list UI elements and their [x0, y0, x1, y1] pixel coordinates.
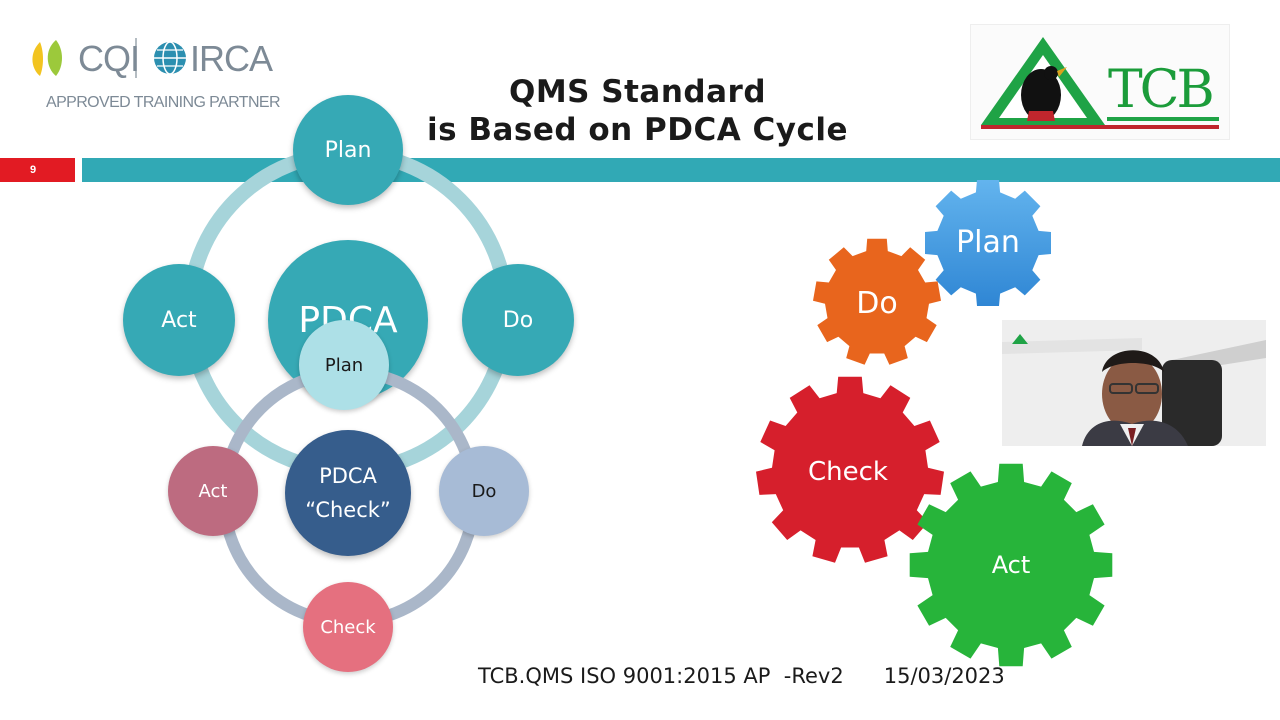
inner-check-node: Check: [303, 582, 393, 672]
slide-number-band: [0, 158, 75, 182]
inner-pdca-check-center: PDCA “Check”: [285, 430, 411, 556]
cqi-label: CQI: [78, 38, 140, 79]
slide-title-line2: is Based on PDCA Cycle: [426, 112, 848, 148]
inner-center-line1: PDCA: [319, 464, 377, 488]
inner-do-node: Do: [439, 446, 529, 536]
gear-check-label: Check: [808, 457, 888, 487]
tcb-triangle-logo: [981, 37, 1219, 129]
inner-act-node: Act: [168, 446, 258, 536]
inner-act-label: Act: [198, 480, 228, 502]
outer-plan-label: Plan: [324, 137, 372, 163]
outer-do-label: Do: [502, 307, 534, 333]
outer-act-node: Act: [123, 264, 235, 376]
partner-label: APPROVED TRAINING PARTNER: [46, 94, 281, 111]
outer-plan-node: Plan: [293, 95, 403, 205]
slide-title-line1: QMS Standard: [508, 74, 767, 110]
gear-plan: [925, 180, 1051, 306]
inner-plan-node: Plan: [299, 320, 389, 410]
inner-check-label: Check: [320, 616, 376, 638]
inner-do-label: Do: [471, 480, 497, 502]
outer-act-label: Act: [161, 307, 197, 333]
pdca-gears-diagram: Plan Do Check Act: [756, 180, 1113, 667]
gear-do: [813, 238, 941, 365]
outer-do-node: Do: [462, 264, 574, 376]
presenter-video: [1002, 320, 1266, 446]
cqi-leaf-logo: [32, 38, 186, 78]
presenter-webcam: [1002, 320, 1266, 446]
tcb-logo-box: [970, 24, 1230, 140]
inner-plan-label: Plan: [324, 354, 364, 376]
gear-check: [756, 376, 944, 563]
gear-do-label: Do: [856, 286, 897, 321]
inner-center-line2: “Check”: [305, 498, 391, 522]
irca-label: IRCA: [190, 38, 273, 79]
gear-act-label: Act: [992, 551, 1031, 579]
slide-number: 9: [30, 164, 37, 176]
tcb-label: TCB: [1108, 60, 1215, 120]
slide-footer: TCB.QMS ISO 9001:2015 AP -Rev2 15/03/202…: [478, 664, 1005, 688]
gear-act: [909, 463, 1113, 667]
gear-plan-label: Plan: [956, 225, 1020, 260]
